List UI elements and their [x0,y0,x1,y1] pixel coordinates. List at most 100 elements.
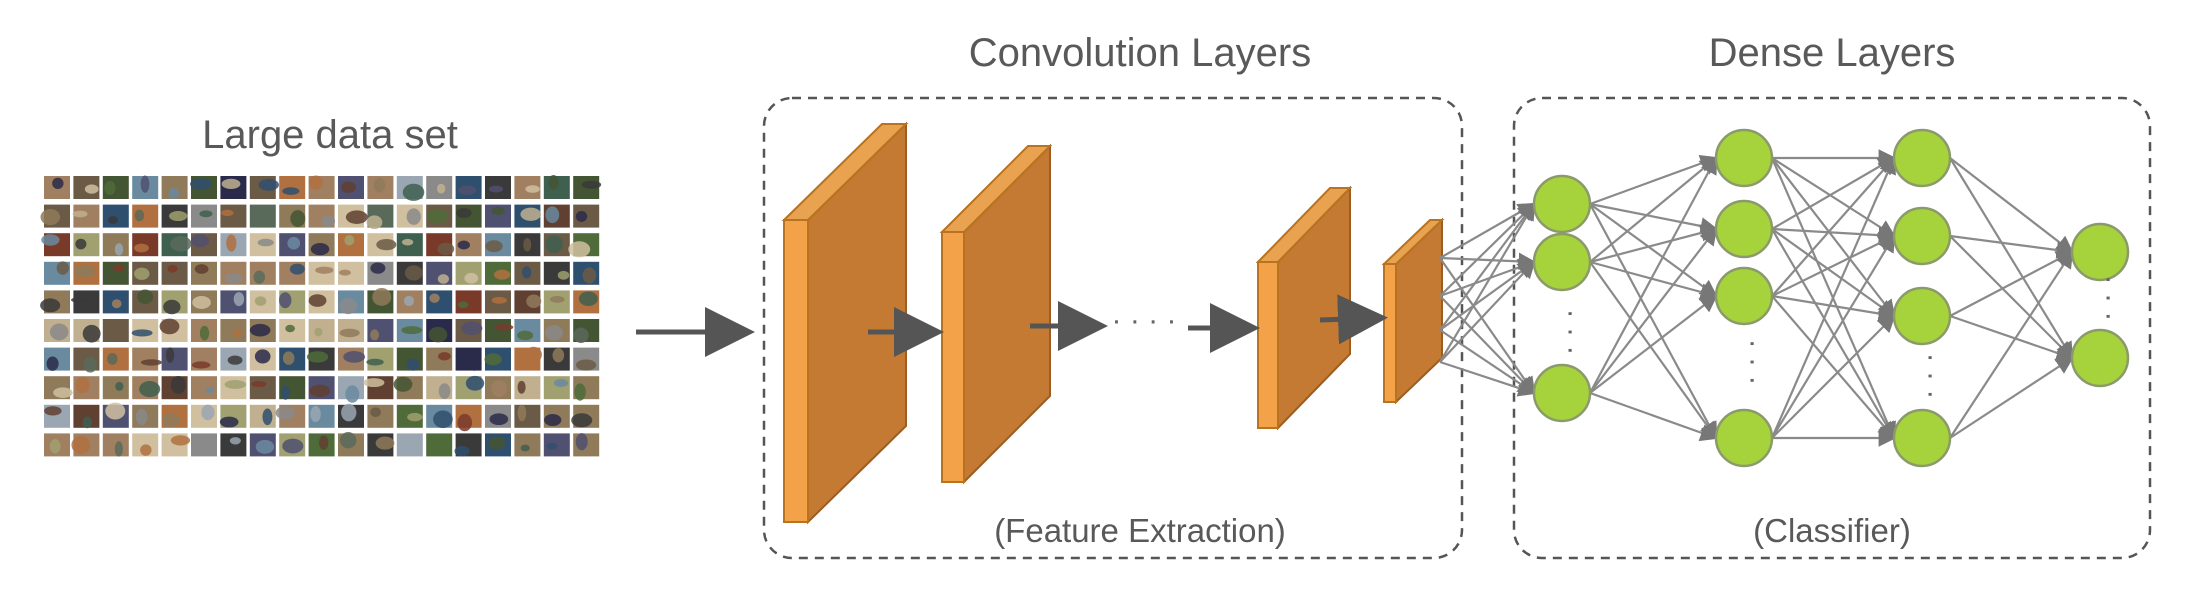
thumbnail-detail [575,433,588,451]
thumbnail-detail [429,293,440,303]
thumbnail-detail [406,208,421,225]
thumbnail-detail [571,413,593,428]
thumbnail-detail [456,208,472,218]
thumbnail-detail [224,273,243,284]
thumbnail-detail [170,376,186,394]
input-connection [1439,202,1536,363]
thumbnail-detail [372,287,392,306]
thumbnail-detail [465,375,485,391]
neuron-node [1892,408,1952,468]
thumbnail-detail [137,289,154,304]
neuron-connection [1589,227,1718,394]
thumbnail-detail [437,242,455,256]
neuron-connection [1949,157,2074,254]
thumbnail-detail [275,406,296,420]
thumbnail-detail [165,347,175,363]
feature-map-4 [1381,217,1445,405]
thumbnail-detail [494,269,511,280]
thumbnail-detail [401,326,423,335]
thumbnail-detail [321,215,336,228]
thumbnail-detail [289,263,305,275]
thumbnail-detail [75,376,90,394]
thumbnail-detail [255,439,275,454]
thumbnail-detail [436,183,446,194]
thumbnail-detail [525,346,542,363]
neuron-connection [1771,157,1896,238]
thumbnail-detail [135,408,148,426]
thumbnail-detail [488,436,506,450]
neuron-connection [1589,294,1718,394]
thumbnail-detail [72,210,88,218]
thumbnail-detail [253,270,266,284]
thumbnail-detail [454,445,470,457]
thumbnail-detail [162,412,180,428]
ellipsis-layer-2: · · · [1737,339,1770,386]
neuron-connection [1589,203,1718,440]
neuron-node [1714,266,1774,326]
neuron-connection [1771,156,1896,230]
thumbnail-image [102,204,129,228]
thumbnail-detail [233,292,245,307]
thumbnail-detail [70,296,93,304]
neuron-connection [1589,202,1719,235]
thumbnail-image [132,347,159,371]
dense-ellipses: · · · · · · · · · · · · [1555,275,2126,400]
thumbnail-detail [49,439,61,454]
thumbnail-detail [310,242,330,256]
feature-map-3 [1255,185,1353,431]
thumbnail-detail [581,180,602,189]
thumbnail-detail [309,384,331,398]
input-connection [1439,360,1537,397]
thumbnail-detail [343,351,366,363]
thumbnail-detail [105,402,126,420]
neuron-node [1532,363,1592,423]
input-connection [1439,252,1537,271]
thumbnail-detail [544,414,562,427]
thumbnail-detail [195,440,204,456]
neuron-connection [1589,260,1719,301]
thumbnail-detail [308,294,327,307]
neuron-connection [1949,235,2074,360]
thumbnail-detail [470,359,479,371]
thumbnail-image [249,376,276,400]
thumbnail-detail [345,385,360,403]
thumbnail-detail [262,408,273,426]
thumbnail-detail [104,180,116,196]
thumbnail-detail [282,351,295,365]
neuron-node [1714,128,1774,188]
neuron-connection [1589,156,1718,394]
neuron-connection [1771,156,1896,297]
thumbnail-image [73,404,100,428]
thumbnail-detail [544,325,563,341]
feature-map-2 [939,143,1053,485]
neuron-connection [1771,234,1896,297]
thumbnail-detail [282,187,300,195]
thumbnail-detail [491,296,507,304]
thumbnail-detail [314,327,323,337]
thumbnail-detail [574,383,586,401]
thumbnail-detail [190,234,210,248]
thumbnail-detail [400,439,422,448]
thumbnail-detail [251,380,267,388]
thumbnail-detail [40,208,61,226]
thumbnail-detail [139,380,161,398]
thumbnail-detail [318,435,329,450]
thumbnail-detail [287,236,301,250]
thumbnail-detail [159,318,180,335]
neuron-connection [1771,295,1896,440]
thumbnail-detail [393,376,413,392]
thumbnail-detail [491,206,505,216]
neuron-connection [1949,250,2074,317]
thumbnail-detail [310,406,321,423]
thumbnail-detail [546,442,558,450]
thumbnail-detail [205,387,215,394]
thumbnail-detail [201,404,215,421]
input-connection [1439,202,1536,331]
neuron-node [1714,199,1774,259]
thumbnail-detail [82,324,101,343]
thumbnail-detail [258,179,279,191]
thumbnail-detail [485,240,503,253]
thumbnail-detail [582,267,597,284]
neuron-connection [1949,157,2074,360]
